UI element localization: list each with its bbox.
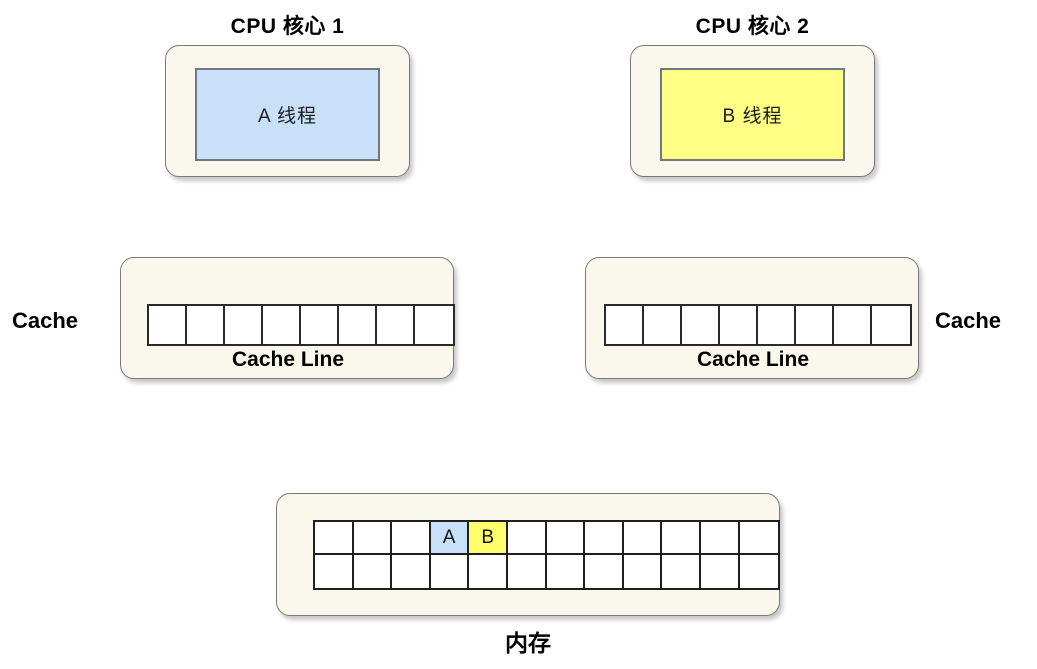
memory-cell xyxy=(430,555,470,588)
cache-right-line-strip xyxy=(604,304,912,346)
cache-left-caption: Cache Line xyxy=(231,348,345,371)
cache-cell xyxy=(149,306,187,344)
memory-cell-a: A xyxy=(430,522,470,555)
memory-cell xyxy=(392,555,431,588)
cache-cell xyxy=(606,306,644,344)
memory-cell xyxy=(392,522,431,555)
memory-cell-b: B xyxy=(469,522,508,555)
thread-b-box: B 线程 xyxy=(660,68,845,161)
cache-cell xyxy=(339,306,377,344)
cache-right-caption: Cache Line xyxy=(696,348,810,371)
cache-cell xyxy=(263,306,301,344)
cache-cell xyxy=(187,306,225,344)
memory-cell xyxy=(546,555,586,588)
memory-cell xyxy=(662,555,701,588)
memory-cell xyxy=(469,555,508,588)
cache-cell xyxy=(796,306,834,344)
memory-cell xyxy=(739,555,779,588)
cpu-core-2-panel: B 线程 xyxy=(630,45,875,177)
cache-cell xyxy=(377,306,415,344)
memory-cell xyxy=(315,522,354,555)
memory-cell xyxy=(623,555,663,588)
memory-cell xyxy=(353,522,393,555)
memory-cell xyxy=(662,522,701,555)
cache-cell xyxy=(415,306,453,344)
cpu-core-1-panel: A 线程 xyxy=(165,45,410,177)
memory-cell xyxy=(623,522,663,555)
memory-row-top: A B xyxy=(315,522,779,555)
memory-cell xyxy=(507,555,547,588)
cache-cell xyxy=(682,306,720,344)
memory-cell xyxy=(353,555,393,588)
cache-cell xyxy=(872,306,910,344)
cache-left-panel: Cache Line xyxy=(120,257,455,379)
memory-caption: 内存 xyxy=(505,630,551,656)
cache-cell xyxy=(720,306,758,344)
thread-b-label: B 线程 xyxy=(722,106,783,127)
memory-cell xyxy=(739,522,779,555)
thread-a-box: A 线程 xyxy=(195,68,380,161)
memory-cell xyxy=(585,555,624,588)
cache-cell xyxy=(834,306,872,344)
cache-right-side-label: Cache xyxy=(935,308,1002,333)
cache-cell xyxy=(758,306,796,344)
memory-cell xyxy=(585,522,624,555)
cache-cell xyxy=(644,306,682,344)
memory-cell xyxy=(546,522,586,555)
memory-cell xyxy=(507,522,547,555)
core-1-title: CPU 核心 1 xyxy=(230,15,345,38)
cache-left-side-label: Cache xyxy=(12,308,79,333)
memory-cell xyxy=(700,555,740,588)
memory-cell xyxy=(315,555,354,588)
cache-cell xyxy=(225,306,263,344)
cache-right-panel: Cache Line xyxy=(585,257,919,379)
thread-a-label: A 线程 xyxy=(258,106,317,127)
cache-left-line-strip xyxy=(147,304,455,346)
memory-panel: A B xyxy=(276,493,781,616)
core-2-title: CPU 核心 2 xyxy=(695,15,810,38)
cache-cell xyxy=(301,306,339,344)
memory-grid: A B xyxy=(313,520,781,590)
memory-cell xyxy=(700,522,740,555)
memory-row-bottom xyxy=(315,555,779,588)
